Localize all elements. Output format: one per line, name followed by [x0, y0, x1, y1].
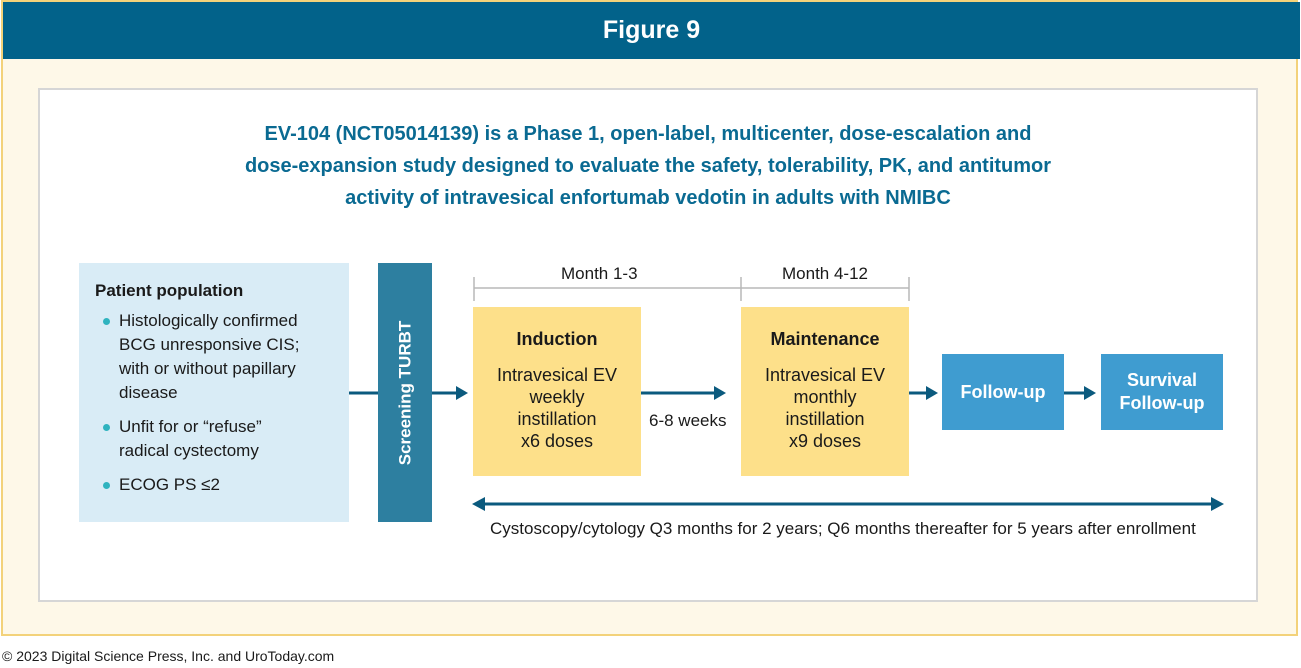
bullet-icon [103, 482, 110, 489]
maintenance-line: Intravesical EV [764, 365, 886, 385]
survival-line: Survival [1126, 370, 1198, 390]
list-item: Histologically confirmed BCG unresponsiv… [95, 309, 335, 405]
figure-header: Figure 9 [3, 2, 1300, 59]
maintenance-line: instillation [785, 409, 865, 429]
bullet-icon [103, 424, 110, 431]
induction-title: Induction [516, 329, 598, 349]
induction-line: x6 doses [520, 431, 594, 451]
monitoring-label: Cystoscopy/cytology Q3 months for 2 year… [490, 519, 1196, 538]
induction-line: weekly [529, 387, 585, 407]
arrow-icon [1064, 386, 1096, 400]
list-item: Unfit for or “refuse” radical cystectomy [95, 415, 335, 463]
arrow-icon [432, 386, 468, 400]
maintenance-line: x9 doses [788, 431, 862, 451]
arrow-icon [909, 386, 938, 400]
induction-box: Induction Intravesical EV weekly instill… [473, 307, 641, 476]
study-title-line: activity of intravesical enfortumab vedo… [345, 187, 951, 209]
copyright-text: © 2023 Digital Science Press, Inc. and U… [2, 648, 335, 664]
patient-population-list: Histologically confirmed BCG unresponsiv… [95, 309, 335, 497]
survival-line: Follow-up [1119, 393, 1205, 413]
maintenance-line: monthly [793, 387, 857, 407]
timeline-bracket [473, 277, 910, 301]
list-item-line: disease [119, 383, 178, 402]
list-item-line: BCG unresponsive CIS; [119, 335, 300, 354]
study-title: EV-104 (NCT05014139) is a Phase 1, open-… [178, 118, 1118, 214]
maintenance-box: Maintenance Intravesical EV monthly inst… [741, 307, 909, 476]
patient-population-title: Patient population [95, 281, 244, 300]
follow-up-box: Follow-up [942, 354, 1064, 430]
induction-line: Intravesical EV [496, 365, 618, 385]
induction-line: instillation [517, 409, 597, 429]
list-item-line: ECOG PS ≤2 [119, 475, 220, 494]
survival-follow-up-box: Survival Follow-up [1101, 354, 1223, 430]
study-title-line: dose-expansion study designed to evaluat… [244, 155, 1052, 177]
follow-up-label: Follow-up [960, 381, 1046, 402]
arrow-icon [641, 386, 726, 400]
list-item-line: Histologically confirmed [119, 311, 298, 330]
patient-population-box: Patient population Histologically confir… [79, 263, 349, 522]
figure-title: Figure 9 [602, 16, 701, 44]
month-4-12-label: Month 4-12 [782, 264, 868, 283]
gap-weeks-label: 6-8 weeks [649, 411, 727, 430]
maintenance-title: Maintenance [770, 329, 880, 349]
list-item: ECOG PS ≤2 [95, 473, 335, 497]
list-item-line: with or without papillary [119, 359, 296, 378]
screening-turbt-box: Screening TURBT [378, 263, 432, 522]
month-1-3-label: Month 1-3 [561, 264, 638, 283]
list-item-line: radical cystectomy [119, 441, 259, 460]
bullet-icon [103, 318, 110, 325]
double-arrow-icon [472, 497, 1224, 511]
study-title-line: EV-104 (NCT05014139) is a Phase 1, open-… [264, 123, 1032, 145]
list-item-line: Unfit for or “refuse” [119, 417, 262, 436]
